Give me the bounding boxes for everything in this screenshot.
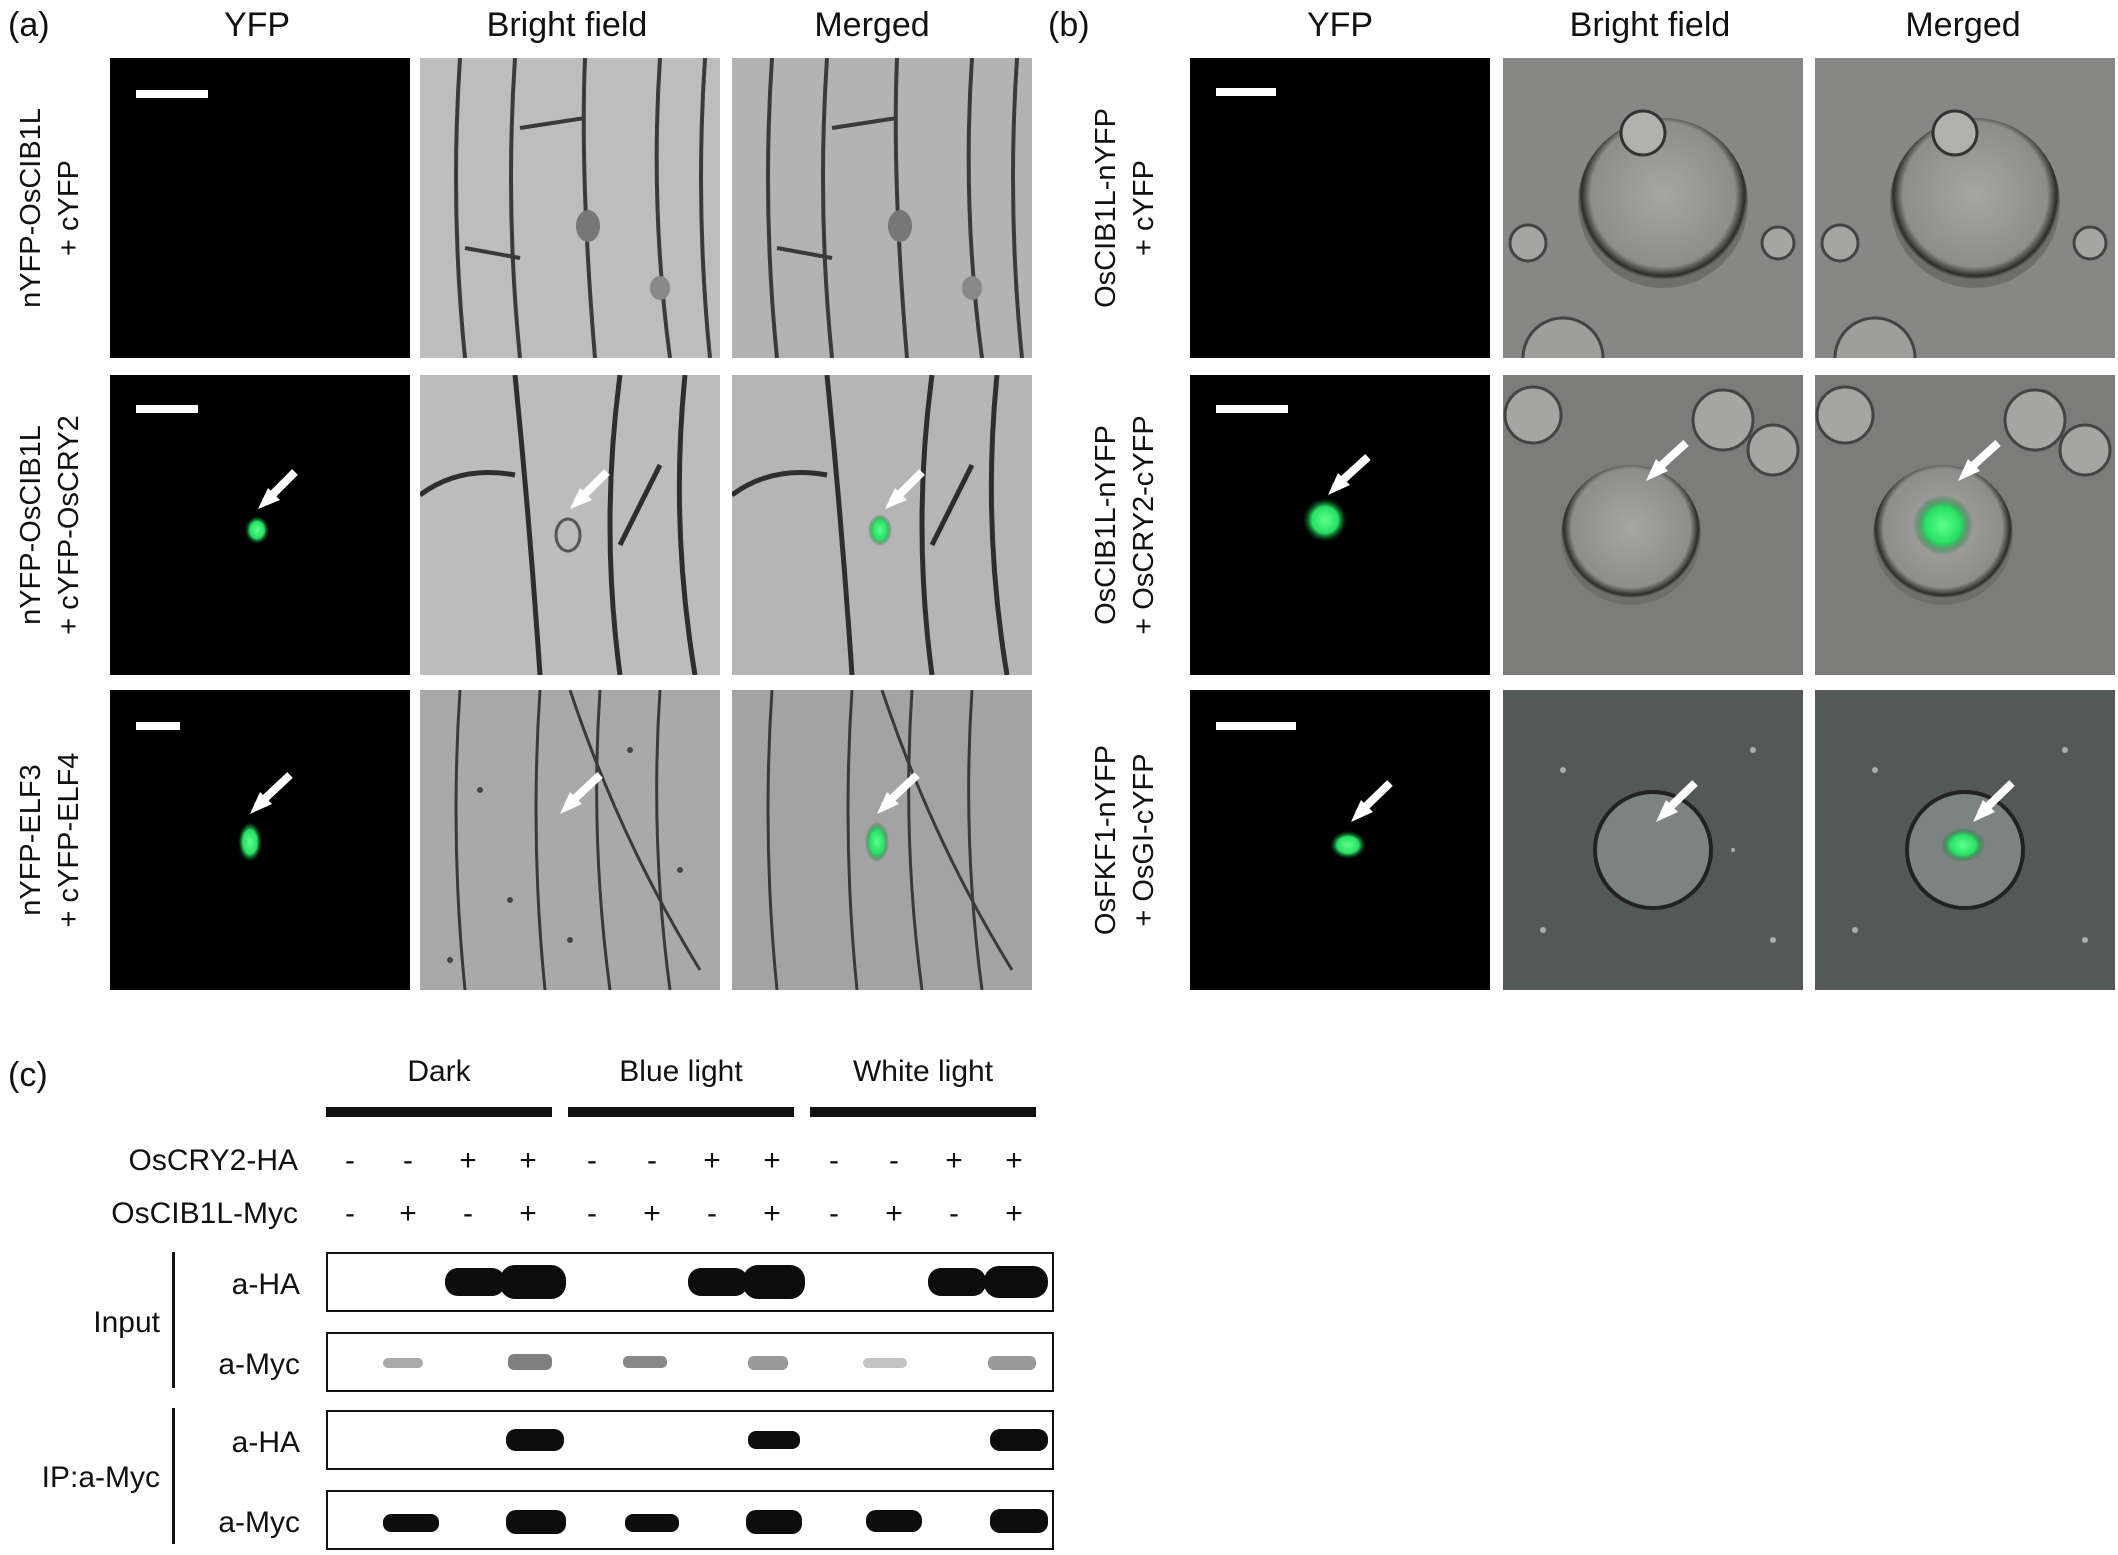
- panel-a-r2-bf-image: [420, 375, 720, 675]
- construct-sign: +: [945, 1144, 963, 1177]
- construct-sign: +: [643, 1197, 661, 1230]
- panel-a-letter: (a): [8, 6, 50, 44]
- construct-sign: -: [829, 1144, 839, 1177]
- panel-a-row1-label: nYFP-OsCIB1L+ cYFP: [15, 108, 85, 308]
- blot-ip-myc: [326, 1490, 1054, 1550]
- blot-ip-ha: [326, 1410, 1054, 1470]
- scale-bar: [136, 405, 198, 413]
- construct-sign: +: [399, 1197, 417, 1230]
- condition-white-light: White light: [852, 1055, 994, 1088]
- group-bracket-input: [172, 1252, 175, 1388]
- panel-a-row3-label: nYFP-ELF3+ cYFP-ELF4: [15, 752, 85, 928]
- panel-b-r2-merged-image: [1815, 375, 2115, 675]
- condition-dark: Dark: [407, 1055, 471, 1088]
- panel-a-r3-merged-image: [732, 690, 1032, 990]
- panel-a-col-yfp: YFP: [223, 6, 291, 44]
- construct-sign: +: [1005, 1197, 1023, 1230]
- construct-label-oscry2-ha: OsCRY2-HA: [128, 1144, 298, 1177]
- panel-b-col-merged: Merged: [1905, 6, 2021, 44]
- condition-bar-white-light: [810, 1107, 1036, 1117]
- blot-input-ha: [326, 1252, 1054, 1312]
- construct-sign: -: [345, 1197, 355, 1230]
- blot-input-myc: [326, 1332, 1054, 1392]
- construct-sign: -: [345, 1144, 355, 1177]
- panel-b-r2-bf-image: [1503, 375, 1803, 675]
- construct-sign: -: [403, 1144, 413, 1177]
- panel-a-col-merged: Merged: [814, 6, 930, 44]
- panel-b-r1-yfp-image: [1190, 58, 1490, 358]
- group-label-ip: IP:a-Myc: [41, 1461, 160, 1494]
- construct-label-oscib1l-myc: OsCIB1L-Myc: [111, 1197, 298, 1230]
- panel-a-r1-bf-image: [420, 58, 720, 358]
- construct-sign: -: [463, 1197, 473, 1230]
- panel-c-letter: (c): [8, 1056, 48, 1094]
- construct-sign: +: [519, 1144, 537, 1177]
- group-bracket-ip: [172, 1408, 175, 1544]
- panel-a-row2-label: nYFP-OsCIB1L+ cYFP-OsCRY2: [15, 415, 85, 635]
- construct-sign: +: [763, 1197, 781, 1230]
- panel-b-col-brightfield: Bright field: [1569, 6, 1731, 44]
- panel-b-r3-bf-image: [1503, 690, 1803, 990]
- construct-sign: -: [889, 1144, 899, 1177]
- construct-sign: +: [763, 1144, 781, 1177]
- construct-sign: +: [1005, 1144, 1023, 1177]
- construct-sign: -: [647, 1144, 657, 1177]
- panel-b-row2-label: OsCIB1L-nYFP+ OsCRY2-cYFP: [1090, 415, 1160, 635]
- panel-a-r2-yfp-image: [110, 375, 410, 675]
- construct-sign: -: [829, 1197, 839, 1230]
- scale-bar: [1216, 88, 1276, 96]
- panel-b-row1-label: OsCIB1L-nYFP+ cYFP: [1090, 108, 1160, 308]
- construct-sign: -: [587, 1144, 597, 1177]
- construct-sign: +: [885, 1197, 903, 1230]
- condition-blue-light: Blue light: [619, 1055, 743, 1088]
- construct-sign: +: [519, 1197, 537, 1230]
- construct-sign: -: [707, 1197, 717, 1230]
- condition-bar-dark: [326, 1107, 552, 1117]
- group-label-input: Input: [93, 1306, 160, 1339]
- construct-sign: -: [587, 1197, 597, 1230]
- scale-bar: [1216, 722, 1296, 730]
- panel-b-col-yfp: YFP: [1306, 6, 1374, 44]
- blot-label-ip-ha: a-HA: [231, 1426, 300, 1459]
- panel-a-r3-bf-image: [420, 690, 720, 990]
- construct-sign: +: [703, 1144, 721, 1177]
- scale-bar: [136, 722, 180, 730]
- panel-b-r1-merged-image: [1815, 58, 2115, 358]
- panel-a-r2-merged-image: [732, 375, 1032, 675]
- panel-a-r3-yfp-image: [110, 690, 410, 990]
- condition-bar-blue-light: [568, 1107, 794, 1117]
- blot-label-input-myc: a-Myc: [218, 1348, 300, 1381]
- panel-b-r3-merged-image: [1815, 690, 2115, 990]
- panel-b-r2-yfp-image: [1190, 375, 1490, 675]
- scale-bar: [136, 90, 208, 98]
- panel-a-col-brightfield: Bright field: [486, 6, 648, 44]
- panel-b-r1-bf-image: [1503, 58, 1803, 358]
- panel-a-r1-yfp-image: [110, 58, 410, 358]
- blot-label-ip-myc: a-Myc: [218, 1506, 300, 1539]
- blot-label-input-ha: a-HA: [231, 1268, 300, 1301]
- panel-b-row3-label: OsFKF1-nYFP+ OsGI-cYFP: [1090, 744, 1160, 936]
- scale-bar: [1216, 405, 1288, 413]
- panel-b-letter: (b): [1048, 6, 1090, 44]
- construct-sign: -: [949, 1197, 959, 1230]
- panel-b-r3-yfp-image: [1190, 690, 1490, 990]
- construct-sign: +: [459, 1144, 477, 1177]
- panel-a-r1-merged-image: [732, 58, 1032, 358]
